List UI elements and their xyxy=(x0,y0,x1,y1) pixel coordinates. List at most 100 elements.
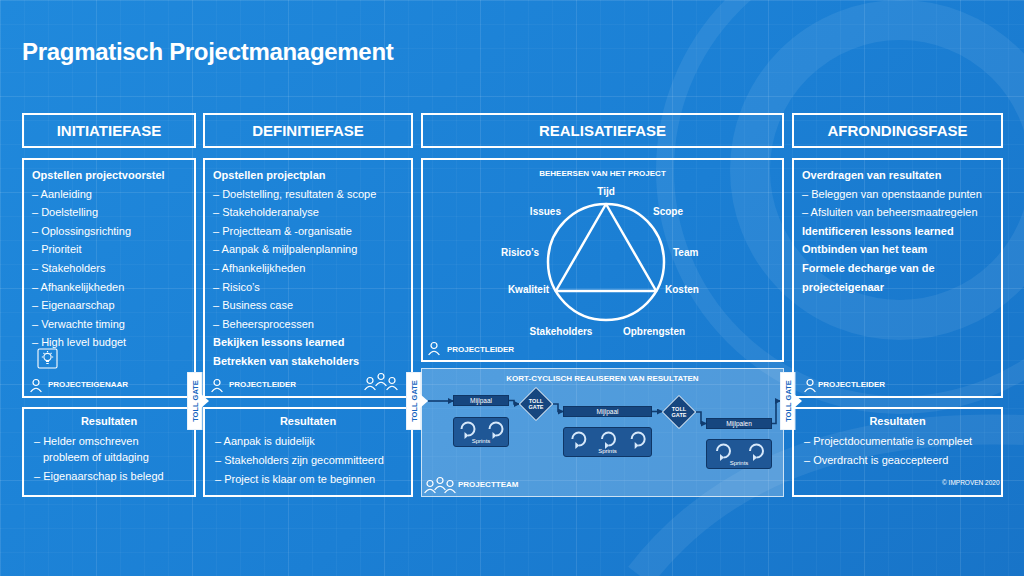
section-heading: Opstellen projectplan xyxy=(213,166,403,185)
result-item: – Helder omschreven probleem of uitdagin… xyxy=(34,434,184,466)
phase-title: REALISATIEFASE xyxy=(539,122,666,139)
section-heading: Opstellen projectvoorstel xyxy=(32,166,186,185)
result-item: – Stakeholders zijn gecommitteerd xyxy=(215,453,401,469)
phase-title: INITIATIEFASE xyxy=(57,122,162,139)
gate-label: TOLL GATE xyxy=(409,380,418,422)
result-box: Resultaten – Aanpak is duidelijk – Stakeho… xyxy=(203,407,413,497)
bold-item: Identificeren lessons learned xyxy=(802,222,993,241)
control-aspect: Scope xyxy=(653,206,683,218)
milestone-label: Mijlpalen xyxy=(707,419,771,428)
sprint-label: Sprints xyxy=(707,460,771,467)
phase-header: REALISATIEFASE xyxy=(421,113,784,148)
milestone-bar: Mijlpaal xyxy=(453,395,509,406)
role-label: PROJECTLEIDER xyxy=(229,380,296,390)
list-item: – Projectteam & -organisatie xyxy=(213,222,403,241)
result-item: – Eigenaarschap is belegd xyxy=(34,469,184,485)
control-box: BEHEERSEN VAN HET PROJECT TijdIssues Scope… xyxy=(421,158,784,362)
list-item: – Stakeholders xyxy=(32,259,186,278)
box-title: BEHEERSEN VAN HET PROJECT xyxy=(539,168,666,180)
milestone-bar: Mijlpaal xyxy=(563,406,652,417)
result-item: – Aanpak is duidelijk xyxy=(215,434,401,450)
sprint-panel-fill xyxy=(421,368,784,497)
list-item: – Doelstelling, resultaten & scope xyxy=(213,185,403,204)
gate-label: TOLL GATE xyxy=(670,406,688,418)
phase-content-box: Opstellen projectvoorstel– Aanleiding– D… xyxy=(22,158,196,398)
bold-item: Bekijken lessons learned xyxy=(213,333,403,352)
bold-item: Formele decharge van de projecteigenaar xyxy=(802,259,993,296)
role-label: PROJECTTEAM xyxy=(458,480,518,490)
control-aspect: Risico’s xyxy=(501,247,539,259)
bold-item: Ontbinden van het team xyxy=(802,240,993,259)
toll-gate-diamond: TOLL GATE xyxy=(662,395,696,429)
list-item: – Risico’s xyxy=(213,278,403,297)
list-item: – Prioriteit xyxy=(32,240,186,259)
control-aspect: Tijd xyxy=(597,186,615,198)
flow-arrow xyxy=(428,400,453,402)
flow-arrow xyxy=(553,404,563,412)
toll-gate: TOLL GATE xyxy=(406,372,428,430)
list-item: – Eigenaarschap xyxy=(32,296,186,315)
role-label: PROJECTLEIDER xyxy=(447,344,514,356)
result-heading: Resultaten xyxy=(34,414,184,430)
toll-gate-diamond: TOLL GATE xyxy=(519,387,553,421)
milestone-label: Mijlpaal xyxy=(454,396,508,405)
diagram-title: Pragmatisch Projectmanagement xyxy=(22,38,393,66)
section-heading: Overdragen van resultaten xyxy=(802,166,993,185)
control-aspect: Stakeholders xyxy=(530,326,593,338)
list-item: – Beleggen van openstaande punten xyxy=(802,185,993,204)
box-title: KORT-CYCLISCH REALISEREN VAN RESULTATEN xyxy=(422,374,783,384)
phase-header: INITIATIEFASE xyxy=(22,113,196,148)
list-item: – High level budget xyxy=(32,333,186,352)
flow-arrow xyxy=(652,411,662,413)
result-item: – Overdracht is geaccepteerd xyxy=(804,453,991,469)
gate-label: TOLL GATE xyxy=(190,380,199,422)
phase-title: AFRONDINGSFASE xyxy=(827,122,967,139)
toll-gate: TOLL GATE xyxy=(780,372,802,430)
sprint-panel: KORT-CYCLISCH REALISEREN VAN RESULTATEN P… xyxy=(421,368,784,497)
list-item: – Business case xyxy=(213,296,403,315)
result-item: – Project is klaar om te beginnen xyxy=(215,472,401,488)
list-item: – Afhankelijkheden xyxy=(32,278,186,297)
result-heading: Resultaten xyxy=(804,414,991,430)
flow-arrow xyxy=(509,401,519,405)
list-item: – Aanleiding xyxy=(32,185,186,204)
result-item: – Projectdocumentatie is compleet xyxy=(804,434,991,450)
control-aspect: Kwaliteit xyxy=(508,284,549,296)
phase-title: DEFINITIEFASE xyxy=(252,122,364,139)
list-item: – Oplossingsrichting xyxy=(32,222,186,241)
result-heading: Resultaten xyxy=(215,414,401,430)
flow-arrow xyxy=(772,401,780,424)
list-item: – Aanpak & mijlpalenplanning xyxy=(213,240,403,259)
phase-content-box: Opstellen projectplan– Doelstelling, res… xyxy=(203,158,413,398)
phase-header: DEFINITIEFASE xyxy=(203,113,413,148)
list-item: – Verwachte timing xyxy=(32,315,186,334)
gate-label: TOLL GATE xyxy=(783,380,792,422)
sprint-box: Sprints xyxy=(563,427,652,457)
sprint-box: Sprints xyxy=(706,439,772,469)
list-item: – Beheersprocessen xyxy=(213,315,403,334)
role-icons xyxy=(31,343,816,494)
copyright-note: © IMPROVEN 2020 xyxy=(942,479,1000,486)
control-aspect: Opbrengsten xyxy=(623,326,685,338)
toll-gate: TOLL GATE xyxy=(187,372,209,430)
control-aspect: Team xyxy=(673,247,698,259)
flow-arrow xyxy=(696,412,706,424)
list-item: – Stakeholderanalyse xyxy=(213,203,403,222)
bold-item: Betrekken van stakeholders xyxy=(213,352,403,371)
phase-header: AFRONDINGSFASE xyxy=(792,113,1003,148)
phase-content-box: Overdragen van resultaten– Beleggen van … xyxy=(792,158,1003,398)
control-triangle xyxy=(548,204,664,320)
milestone-bar: Mijlpalen xyxy=(706,418,772,429)
gate-label: TOLL GATE xyxy=(527,398,545,410)
sprint-label: Sprints xyxy=(454,438,508,445)
control-aspect: Kosten xyxy=(665,284,699,296)
result-box: Resultaten – Helder omschreven probleem o… xyxy=(22,407,196,497)
sprint-label: Sprints xyxy=(564,448,651,455)
control-aspect: Issues xyxy=(530,206,561,218)
list-item: – Doelstelling xyxy=(32,203,186,222)
sprint-box: Sprints xyxy=(453,417,509,447)
